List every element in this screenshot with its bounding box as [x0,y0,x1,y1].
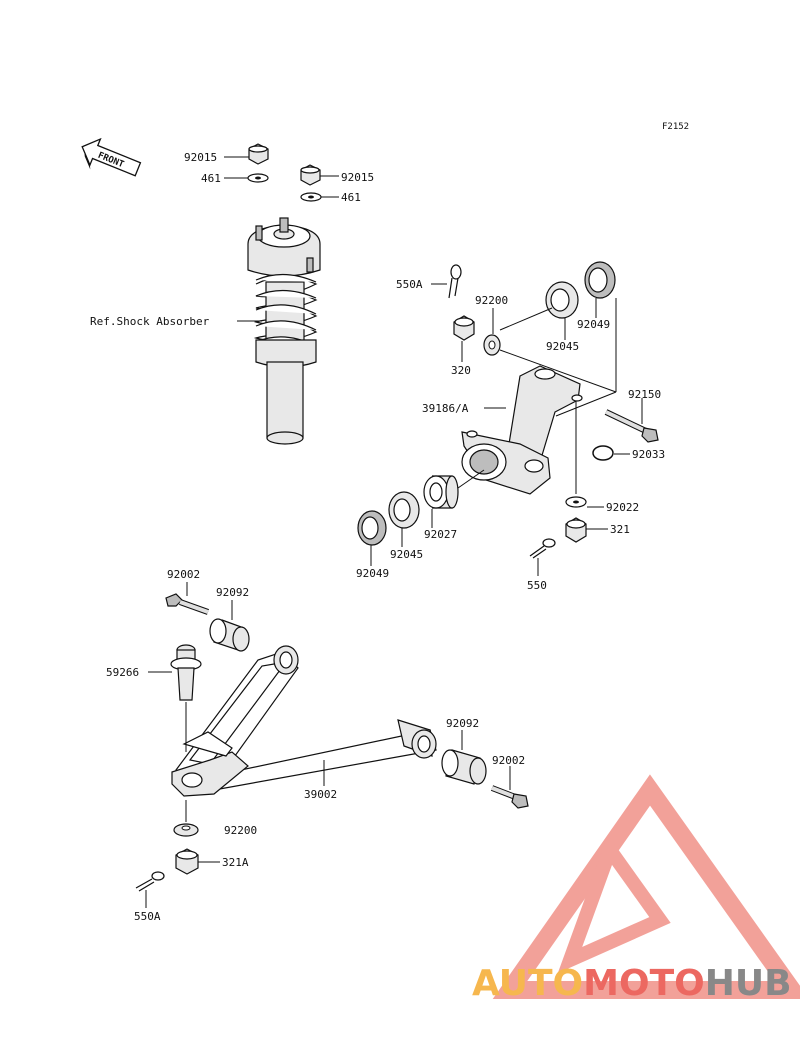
bolt-92002-top [165,593,210,615]
figure-code: F2152 [662,122,689,132]
washer-92200-bottom [173,823,199,837]
a-arm-assembly [135,582,529,908]
label-321A: 321A [222,856,249,869]
label-92092-bottom: 92092 [446,717,479,730]
label-92022: 92022 [606,501,639,514]
label-92092-top: 92092 [216,586,249,599]
knuckle-assembly [357,261,659,576]
label-92027: 92027 [424,528,457,541]
shock-absorber [224,143,339,445]
nut-92015-right [300,164,321,186]
label-550A-top: 550A [396,278,423,291]
ball-joint-59266 [170,644,202,701]
bearing-92045-top [545,281,579,319]
castle-nut-320 [453,315,475,341]
label-550: 550 [527,579,547,592]
label-461-right: 461 [341,191,361,204]
cotter-pin-550A-bottom [135,871,165,892]
label-39186A: 39186/A [422,402,469,415]
front-arrow-icon: FRONT [81,137,142,177]
label-92045-top: 92045 [546,340,579,353]
washer-92200-top [483,334,501,356]
label-92033: 92033 [632,448,665,461]
label-59266: 59266 [106,666,139,679]
label-320: 320 [451,364,471,377]
watermark-triangle-outer [492,774,800,999]
bushing-92092-top [209,618,250,652]
label-92015-right: 92015 [341,171,374,184]
a-arm-39002 [171,645,437,797]
label-92049-top: 92049 [577,318,610,331]
ref-shock-absorber-label: Ref.Shock Absorber [90,315,210,328]
bushing-92092-bottom [441,749,487,785]
label-92200-top: 92200 [475,294,508,307]
watermark-triangle-inner [557,835,671,974]
seal-92049-bottom [357,510,387,546]
bolt-92002-bottom [490,785,529,809]
cotter-pin-550A-top [448,264,462,299]
seal-92049-top [584,261,616,299]
label-92049-bottom: 92049 [356,567,389,580]
watermark-text: AUTOMOTOHUB [472,963,792,1004]
bolt-92150 [604,409,659,443]
watermark-auto: AUTO [472,963,583,1004]
label-321: 321 [610,523,630,536]
label-92002-bottom: 92002 [492,754,525,767]
label-92045-bottom: 92045 [390,548,423,561]
bearing-92045-bottom [388,491,420,529]
watermark-moto: MOTO [583,963,705,1004]
watermark-logo: AUTOMOTOHUB [472,774,800,1004]
castle-nut-321A [175,848,199,875]
watermark-hub: HUB [705,963,792,1004]
nut-92015-left [248,143,269,165]
label-92200-bottom: 92200 [224,824,257,837]
label-550A-bottom: 550A [134,910,161,923]
label-461-left: 461 [201,172,221,185]
spacer-92027 [423,475,459,509]
label-92002-top: 92002 [167,568,200,581]
label-39002: 39002 [304,788,337,801]
snap-ring-92033 [592,445,614,461]
label-92015-left: 92015 [184,151,217,164]
knuckle-39186A [461,365,583,495]
label-92150: 92150 [628,388,661,401]
castle-nut-321 [565,517,587,543]
cotter-pin-550 [529,538,556,559]
